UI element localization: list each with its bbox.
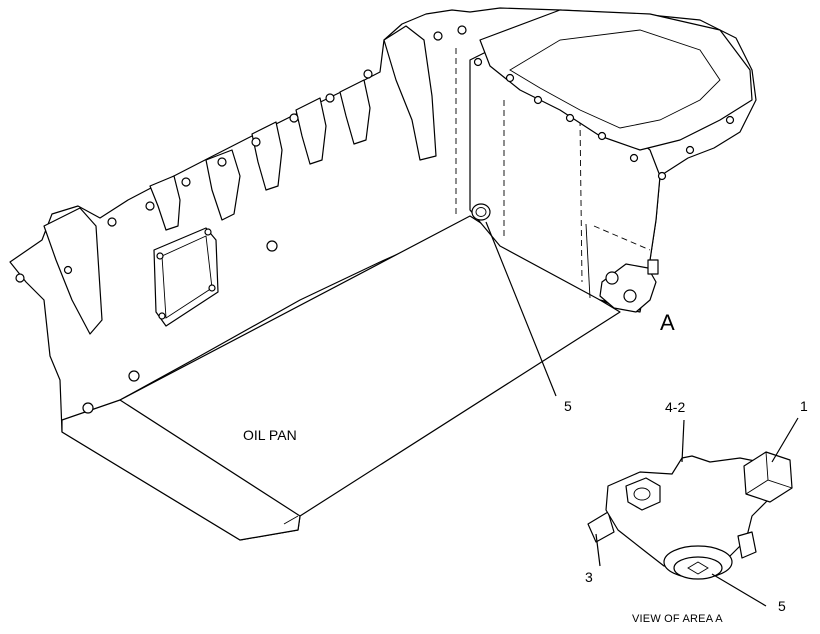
callout-1: 1 — [800, 398, 808, 414]
view-caption: VIEW OF AREA A — [632, 613, 723, 625]
callout-5-detail: 5 — [778, 598, 786, 614]
oil-pan — [61, 215, 621, 541]
valve-detail-view — [587, 451, 793, 580]
callout-5-main: 5 — [564, 398, 572, 414]
leader-5-main — [485, 221, 557, 397]
side-cover-plate — [82, 227, 278, 414]
crankcase-side — [455, 39, 661, 311]
valve-assembly-main — [599, 259, 659, 313]
drain-plug-main — [471, 203, 491, 221]
rail-brackets — [43, 25, 437, 335]
rail-bolts — [15, 25, 735, 283]
callout-4-2: 4-2 — [665, 399, 686, 415]
area-a-marker: A — [660, 310, 675, 335]
detail-leaders — [595, 417, 799, 607]
top-cover — [479, 9, 753, 151]
oil-pan-label: OIL PAN — [243, 427, 297, 443]
callout-3: 3 — [585, 569, 593, 585]
